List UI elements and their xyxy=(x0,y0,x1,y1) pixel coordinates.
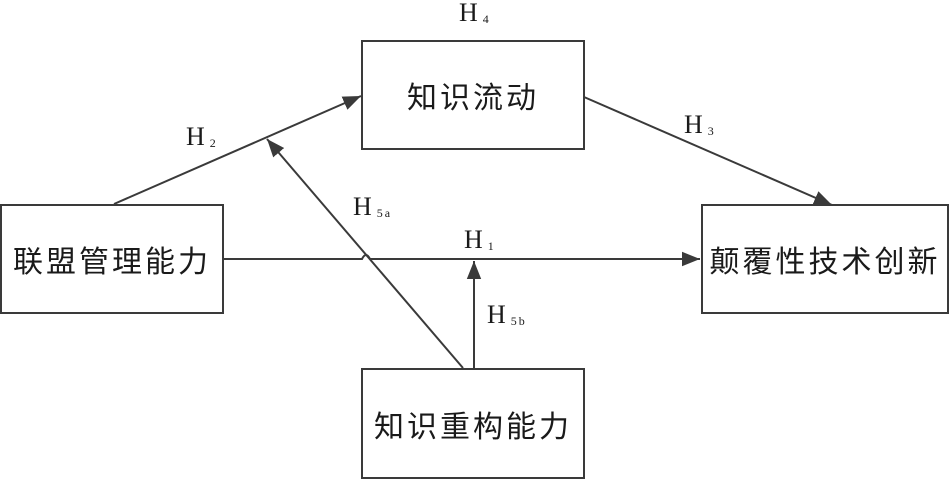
arrow-h2 xyxy=(113,95,362,205)
node-knowledge-reconstruction: 知识重构能力 xyxy=(361,368,585,479)
node-alliance-management-label: 联盟管理能力 xyxy=(13,245,211,280)
arrow-h5a xyxy=(266,138,464,369)
node-disruptive-innovation-label: 颠覆性技术创新 xyxy=(709,245,941,280)
node-alliance-management: 联盟管理能力 xyxy=(0,204,224,314)
node-disruptive-innovation: 颠覆性技术创新 xyxy=(701,204,949,314)
node-knowledge-reconstruction-label: 知识重构能力 xyxy=(374,409,572,445)
arrow-h3 xyxy=(583,96,833,206)
node-knowledge-flow: 知识流动 xyxy=(361,40,585,150)
node-knowledge-flow-label: 知识流动 xyxy=(407,81,539,116)
arrow-h1 xyxy=(224,251,700,267)
